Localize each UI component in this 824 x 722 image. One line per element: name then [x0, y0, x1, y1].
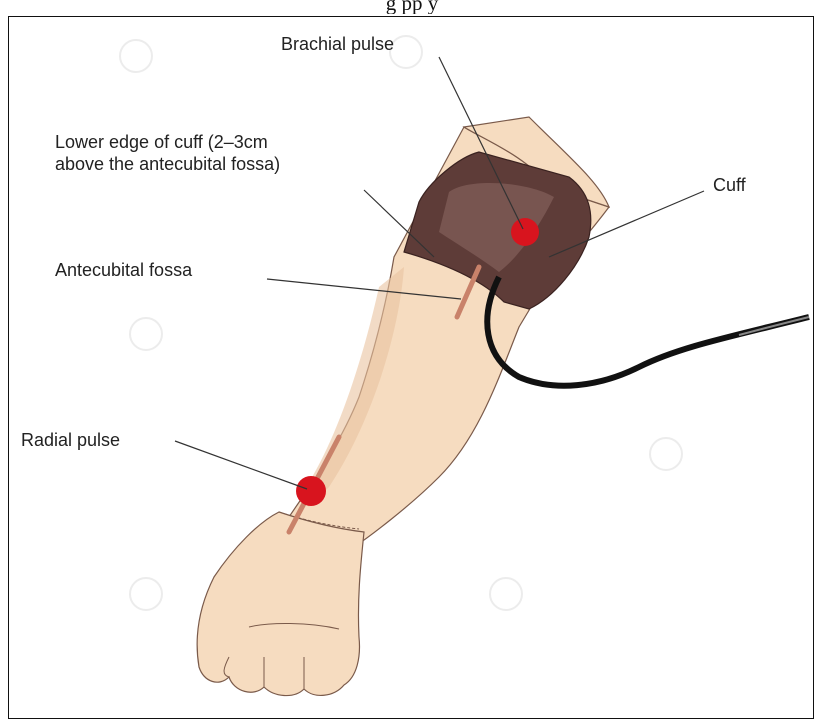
label-brachial-pulse: Brachial pulse	[281, 33, 394, 55]
label-lower-edge-line2: above the antecubital fossa)	[55, 153, 280, 175]
leader-radial	[175, 441, 307, 489]
diagram-frame: Brachial pulse Lower edge of cuff (2–3cm…	[8, 16, 814, 719]
label-cuff: Cuff	[713, 174, 746, 196]
label-antecubital-fossa: Antecubital fossa	[55, 259, 192, 281]
arm-illustration	[9, 17, 814, 719]
radial-pulse-dot	[296, 476, 326, 506]
brachial-pulse-dot	[511, 218, 539, 246]
label-radial-pulse: Radial pulse	[21, 429, 120, 451]
hand	[197, 512, 364, 696]
top-caption-fragment: g pp y	[0, 0, 824, 14]
tube-highlight	[739, 317, 809, 335]
label-lower-edge-line1: Lower edge of cuff (2–3cm	[55, 131, 268, 153]
